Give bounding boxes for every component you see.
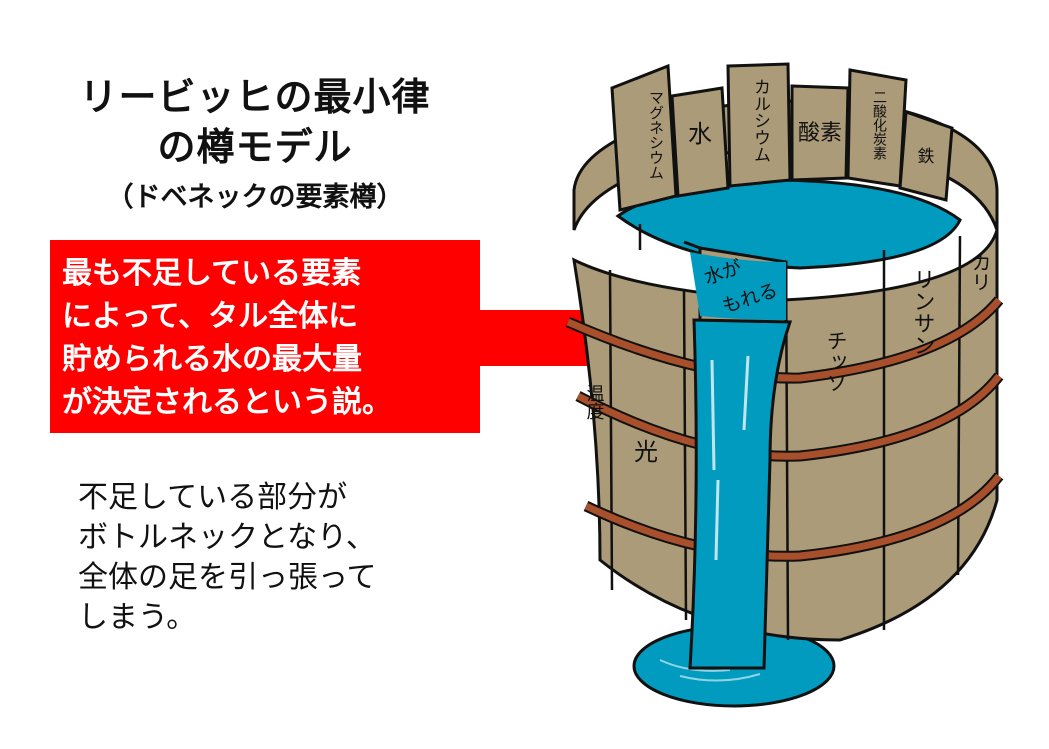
- water-stream: [688, 318, 793, 670]
- label-water: 水: [688, 120, 712, 148]
- page-title: リービッヒの最小律 の樽モデル: [20, 72, 490, 172]
- description-line: ボトルネックとなり、: [78, 520, 376, 555]
- label-calcium: カルシウム: [750, 78, 770, 163]
- label-phosphorus: リンサン: [910, 268, 935, 356]
- callout-text: 最も不足している要素 によって、タル全体に 貯められる水の最大量 が決定されると…: [62, 252, 482, 424]
- callout-box: [50, 240, 480, 433]
- label-potassium: カリ: [968, 252, 992, 292]
- back-staves: [610, 62, 954, 212]
- stave-calcium: [726, 62, 792, 188]
- label-nitrogen: チッソ: [824, 330, 848, 393]
- subtitle: （ドベネックの要素樽）: [106, 182, 404, 213]
- back-stave-labels: マグネシウム 水 カルシウム 酸素 二酸化炭素 鉄: [647, 78, 935, 180]
- label-temperature: 温度: [584, 384, 605, 420]
- label-oxygen: 酸素: [798, 121, 842, 146]
- stave-oxygen: [790, 84, 850, 182]
- label-magnesium: マグネシウム: [647, 90, 665, 180]
- label-iron: 鉄: [918, 147, 935, 167]
- callout-line: 最も不足している要素: [62, 256, 362, 291]
- callout-line: が決定されるという説。: [62, 385, 392, 420]
- label-light: 光: [634, 438, 658, 466]
- title-line-2: の樽モデル: [157, 125, 353, 169]
- stave-water: [670, 86, 730, 198]
- description-line: 不足している部分が: [78, 480, 348, 515]
- callout-line: 貯められる水の最大量: [62, 342, 362, 377]
- stave-magnesium: [610, 63, 678, 212]
- label-co2: 二酸化炭素: [871, 90, 887, 160]
- description-line: しまう。: [78, 600, 197, 635]
- callout-line: によって、タル全体に: [62, 299, 359, 334]
- stave-iron: [898, 109, 954, 202]
- description-line: 全体の足を引っ張って: [78, 560, 377, 595]
- title-line-1: リービッヒの最小律: [79, 75, 431, 119]
- description: 不足している部分が ボトルネックとなり、 全体の足を引っ張って しまう。: [78, 478, 478, 638]
- front-stave-labels: 温度 光 チッソ リンサン カリ: [584, 252, 993, 466]
